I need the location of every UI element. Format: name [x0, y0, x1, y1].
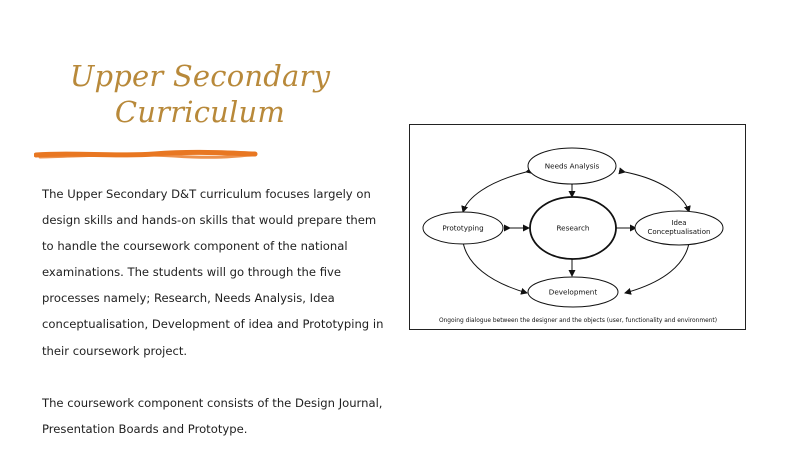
design-process-diagram: Needs Analysis Research Prototyping Idea…: [409, 124, 746, 330]
arrow-needs-prototyping: [461, 167, 533, 213]
node-needs-analysis: Needs Analysis: [527, 147, 617, 185]
development-label: Development: [549, 288, 598, 297]
figure-caption: Ongoing dialogue between the designer an…: [439, 318, 717, 324]
design-process-figure: Needs Analysis Research Prototyping Idea…: [409, 124, 746, 330]
node-development: Development: [527, 276, 619, 308]
node-prototyping: Prototyping: [422, 211, 504, 245]
research-label: Research: [557, 224, 590, 233]
slide-title: Upper Secondary Curriculum: [69, 59, 331, 129]
arrow-needs-idea: [618, 167, 691, 213]
inner-straight-arrows: [504, 179, 637, 277]
node-research: Research: [529, 196, 617, 260]
node-idea-conceptualisation: Idea Conceptualisation: [634, 210, 724, 246]
arrow-prototyping-development: [458, 235, 528, 295]
body-paragraph-coursework: The coursework component consists of the…: [42, 395, 383, 436]
conceptualisation-label: Conceptualisation: [648, 228, 711, 236]
title-underline: [34, 149, 258, 159]
outer-curved-arrows: [458, 167, 694, 295]
idea-label: Idea: [671, 219, 686, 227]
needs-analysis-label: Needs Analysis: [545, 162, 600, 171]
prototyping-label: Prototyping: [442, 224, 483, 233]
arrow-idea-development: [624, 236, 694, 295]
body-paragraph-processes: The Upper Secondary D&T curriculum focus…: [42, 187, 384, 358]
body-text: The Upper Secondary D&T curriculum focus…: [42, 181, 387, 442]
